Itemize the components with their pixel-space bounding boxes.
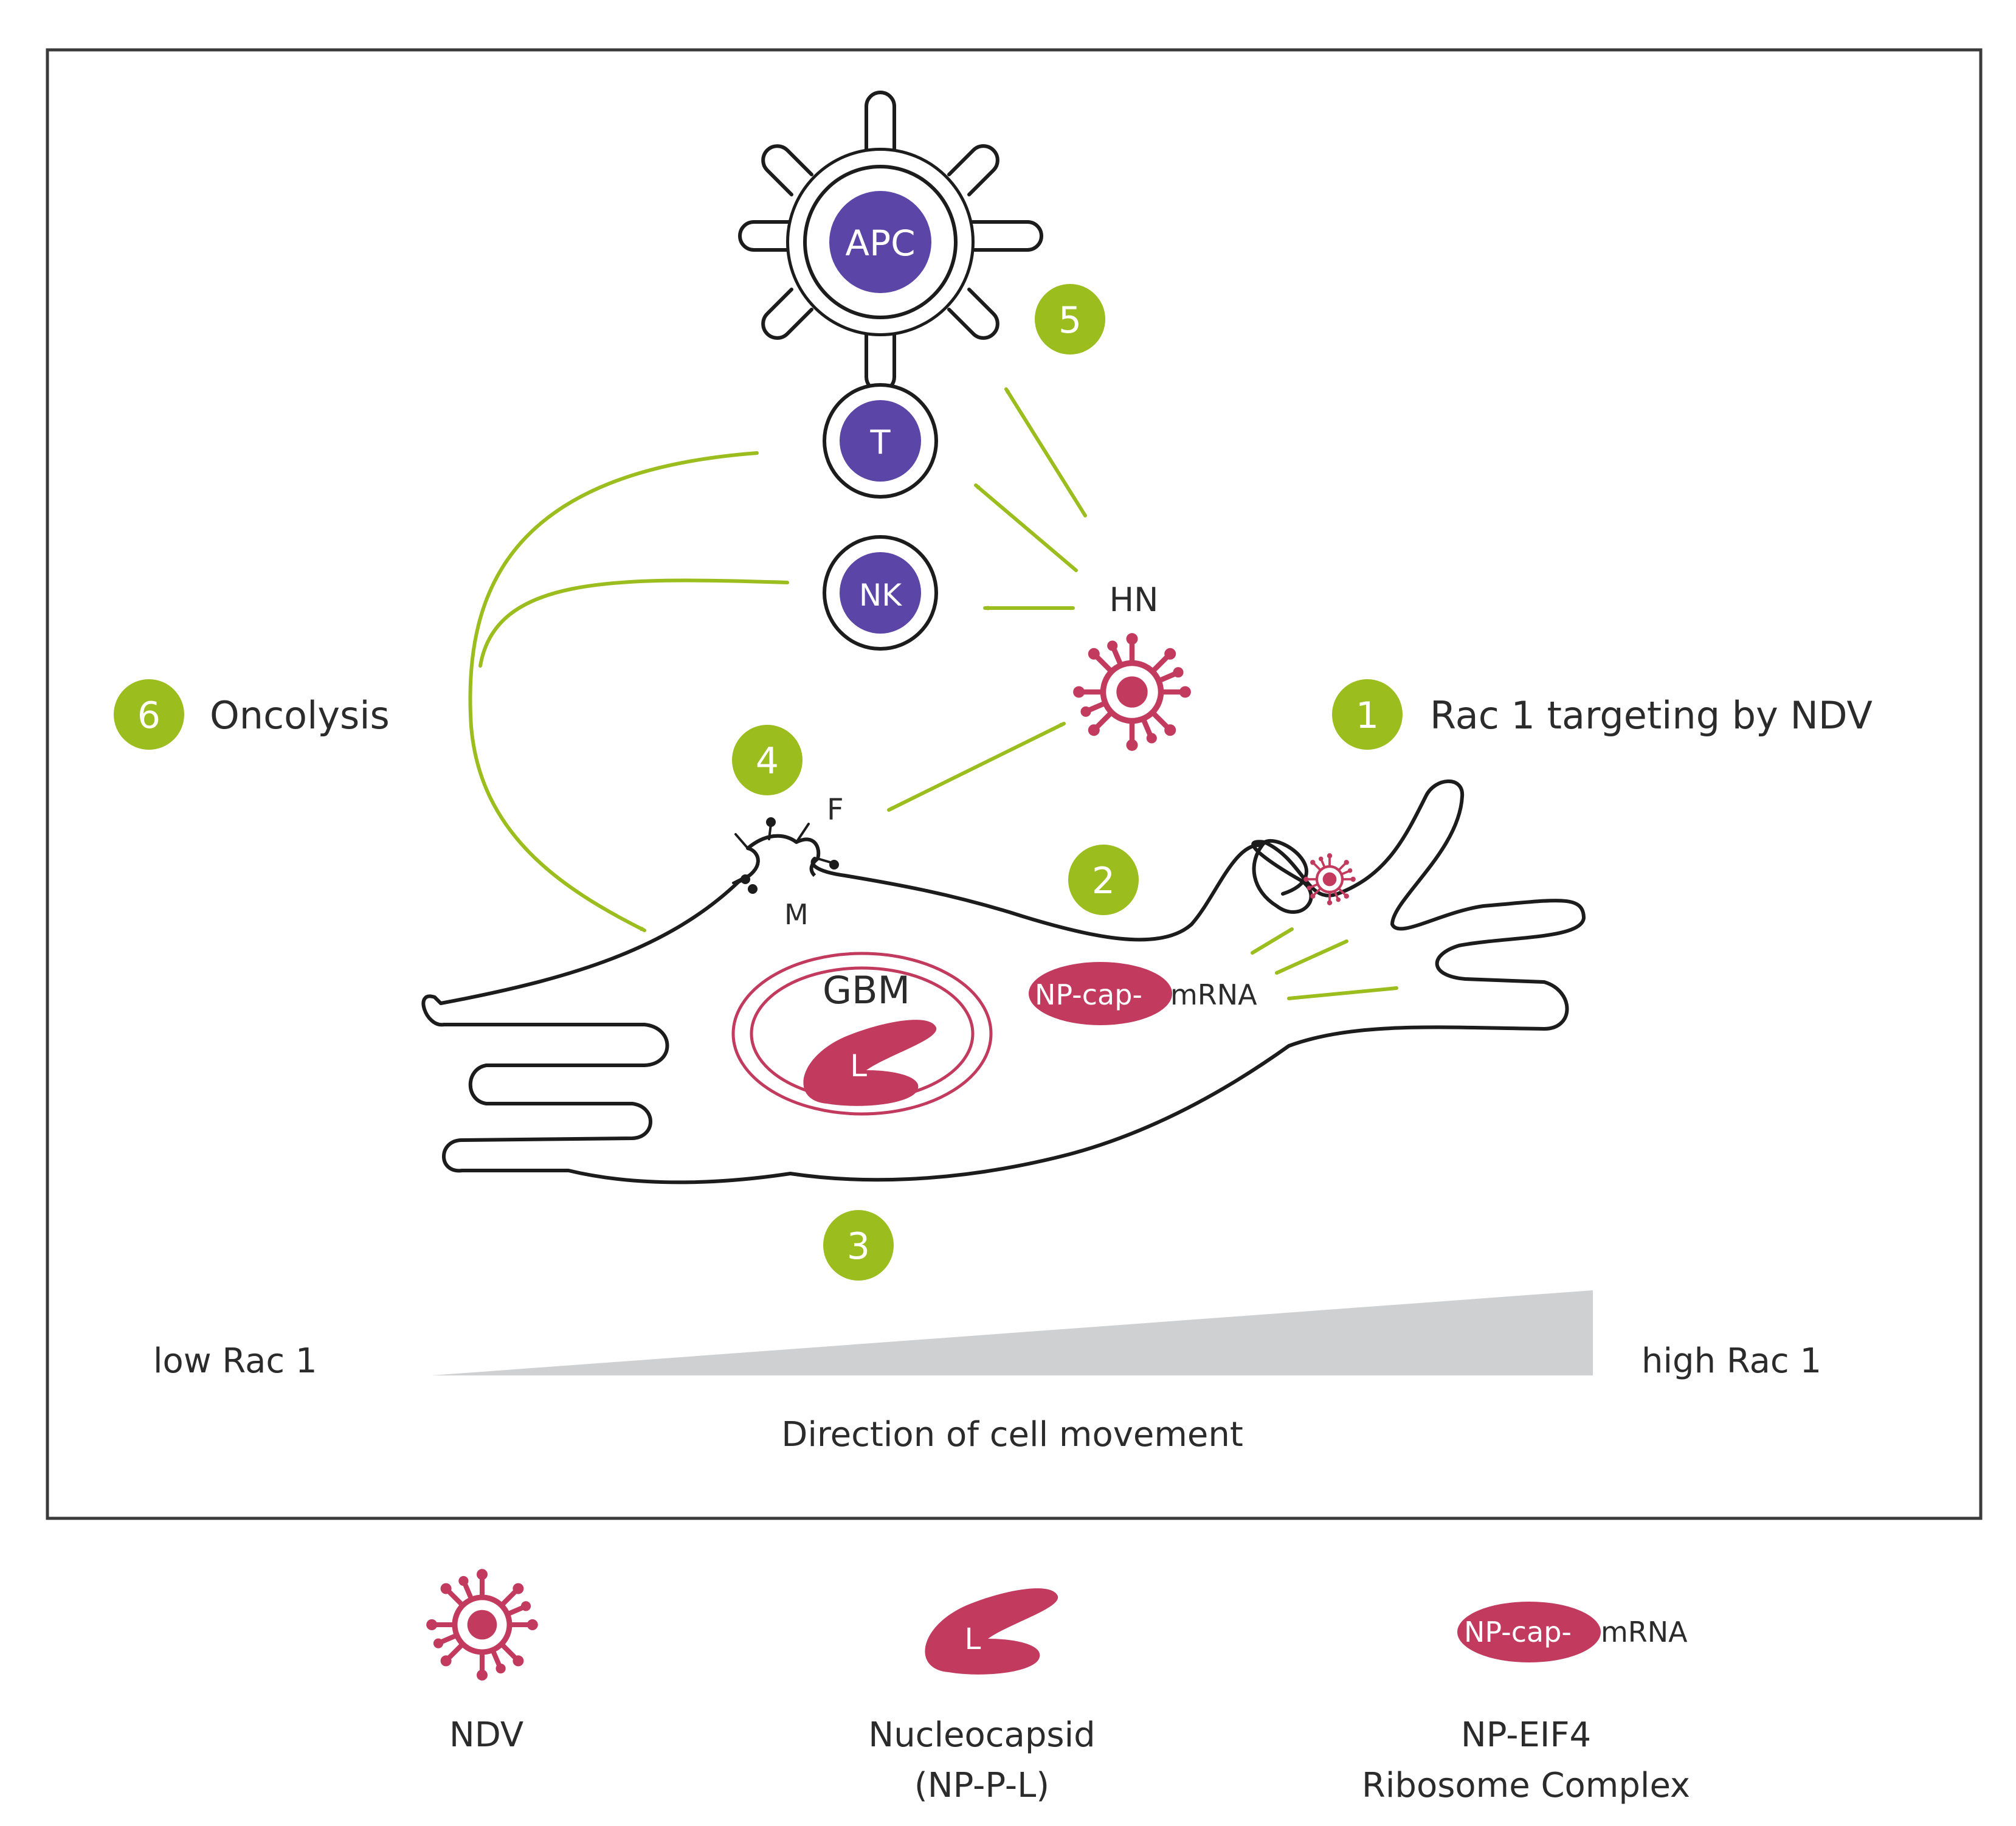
t-cell-label: T — [870, 423, 891, 462]
apc-label: APC — [845, 223, 915, 264]
legend-nucleocapsid-icon — [925, 1588, 1058, 1675]
rac1-signal-line-3 — [1287, 986, 1398, 1000]
hn-label: HN — [1110, 581, 1159, 619]
nucleocapsid-label: L — [850, 1048, 867, 1084]
arrow-t-oncolysis — [468, 451, 759, 932]
step-6-text: Oncolysis — [210, 693, 390, 738]
apc-cell: APC — [738, 91, 1043, 393]
internalized-ndv-icon — [1303, 853, 1356, 905]
budding-dots — [740, 817, 839, 894]
mrna-label: mRNA — [1170, 978, 1257, 1011]
arrow-nk-oncolysis — [478, 578, 789, 668]
legend-ndv-icon — [426, 1569, 538, 1681]
released-ndv-icon — [1073, 633, 1191, 751]
step-badge-6: 6 — [114, 679, 184, 750]
step-5-number: 5 — [1058, 299, 1082, 342]
arrow-hn-to-t — [974, 483, 1078, 572]
high-rac1-label: high Rac 1 — [1641, 1341, 1821, 1381]
direction-label: Direction of cell movement — [781, 1415, 1243, 1454]
step-badge-2: 2 — [1068, 845, 1139, 915]
step-4-number: 4 — [756, 740, 779, 783]
step-badge-4: 4 — [732, 725, 803, 795]
gbm-label: GBM — [823, 968, 910, 1012]
rac1-gradient-wedge — [432, 1290, 1593, 1375]
legend: NDV L Nucleocapsid (NP-P-L) NP-cap- mRNA… — [426, 1569, 1690, 1805]
legend-complex-line1: NP-EIF4 — [1461, 1715, 1591, 1755]
step-2-number: 2 — [1092, 860, 1115, 902]
np-cap-label: NP-cap- — [1035, 978, 1142, 1011]
step-badge-5: 5 — [1035, 284, 1105, 354]
np-cap-mrna-complex: NP-cap- mRNA — [1029, 962, 1257, 1025]
arrow-hn-to-apc — [1004, 387, 1087, 517]
nk-cell: NK — [823, 535, 938, 651]
legend-nucleocapsid-icon-text: L — [965, 1622, 981, 1656]
legend-complex-pill — [1457, 1602, 1601, 1662]
rac1-signal-line-1 — [1251, 927, 1294, 955]
nucleocapsid-shape — [803, 1020, 937, 1106]
legend-ndv-label: NDV — [449, 1715, 523, 1755]
legend-complex-pill-text: NP-cap- — [1464, 1616, 1572, 1648]
t-cell: T — [823, 383, 938, 499]
step-1-text: Rac 1 targeting by NDV — [1430, 693, 1873, 738]
step-badge-1: 1 — [1332, 679, 1403, 750]
diagram-frame — [46, 48, 1983, 1520]
legend-nucleocapsid-line1: Nucleocapsid — [868, 1715, 1095, 1755]
legend-complex-line2: Ribosome Complex — [1362, 1766, 1690, 1805]
step-1-number: 1 — [1356, 694, 1379, 737]
f-label: F — [827, 793, 844, 827]
rac1-signal-line-2 — [1275, 939, 1348, 975]
m-label: M — [784, 898, 809, 931]
step-6-number: 6 — [137, 694, 161, 737]
budding-virion-site — [737, 834, 821, 884]
apc-nucleus — [829, 191, 931, 293]
step-badge-3: 3 — [823, 1210, 894, 1281]
step-3-number: 3 — [847, 1225, 870, 1268]
low-rac1-label: low Rac 1 — [153, 1341, 317, 1381]
legend-nucleocapsid-line2: (NP-P-L) — [914, 1766, 1049, 1805]
gbm-nucleus: GBM L — [731, 952, 993, 1116]
gbm-cell-outline — [421, 779, 1586, 1184]
legend-complex-suffix: mRNA — [1601, 1616, 1688, 1648]
nk-cell-label: NK — [859, 578, 902, 613]
arrow-f-to-virion — [887, 722, 1066, 812]
